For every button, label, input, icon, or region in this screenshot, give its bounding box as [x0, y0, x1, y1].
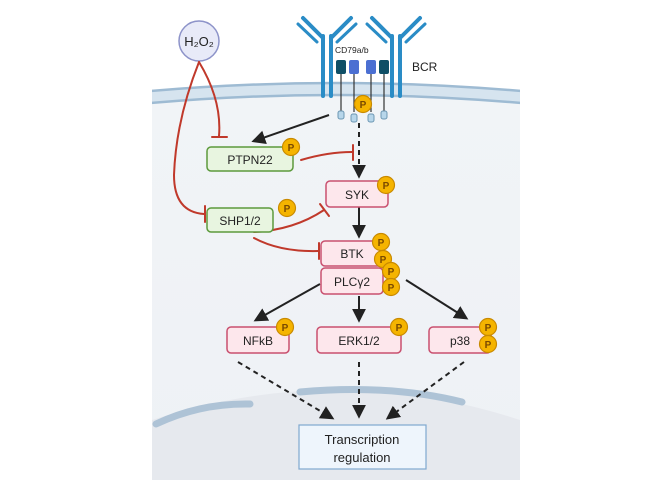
- plcg2-label: PLCγ2: [334, 275, 370, 289]
- phospho-badge-btk-1: P: [371, 232, 391, 252]
- h2o2-stimulus: H₂O₂: [178, 20, 220, 62]
- cd79a-right: [379, 60, 389, 74]
- phospho-badge-bcr: P: [353, 94, 373, 114]
- bcr-to-ptpn22-arrow: [251, 114, 330, 144]
- node-syk: SYK: [325, 180, 389, 208]
- phospho-badge-p38-2: P: [478, 334, 498, 354]
- node-nfkb: NFkB: [226, 326, 290, 354]
- node-plcg2: PLCγ2: [320, 267, 384, 295]
- cd79b-right: [366, 60, 376, 74]
- h2o2-inhibits-shp12: [172, 61, 205, 215]
- output-line-1: Transcription: [325, 432, 400, 447]
- svg-text:P: P: [388, 267, 395, 278]
- svg-text:P: P: [485, 323, 492, 334]
- shp12-inhibits-btk: [253, 237, 319, 253]
- nuclear-envelope-right: [296, 386, 466, 406]
- node-shp12: SHP1/2: [206, 207, 274, 233]
- bcr-label: BCR: [412, 60, 438, 74]
- transcription-regulation-box: Transcription regulation: [298, 424, 427, 470]
- activation-edges: [237, 114, 469, 420]
- nfkb-to-transcription-arrow: [237, 361, 335, 420]
- phospho-badge-p38-1: P: [478, 317, 498, 337]
- plcg2-to-p38-arrow: [405, 279, 469, 320]
- svg-text:P: P: [380, 255, 387, 266]
- phospho-badge-nfkb: P: [275, 317, 295, 337]
- bcr-receptor: CD79a/b BCR: [296, 16, 438, 123]
- node-erk12: ERK1/2: [316, 326, 402, 354]
- svg-text:P: P: [485, 340, 492, 351]
- svg-text:P: P: [378, 238, 385, 249]
- phospho-badge-erk12: P: [389, 317, 409, 337]
- btk-label: BTK: [340, 247, 363, 261]
- cd79-label: CD79a/b: [335, 45, 369, 55]
- plcg2-to-nfkb-arrow: [253, 283, 321, 322]
- bcr-right-antibody: [365, 16, 427, 98]
- cd79a-left: [336, 60, 346, 74]
- nfkb-label: NFkB: [243, 334, 273, 348]
- phospho-badge-plcg2-1: P: [381, 261, 401, 281]
- phospho-badge-ptpn22: P: [281, 137, 301, 157]
- bcr-left-antibody: [296, 16, 358, 98]
- node-ptpn22: PTPN22: [206, 146, 294, 172]
- phospho-badge-plcg2-2: P: [381, 277, 401, 297]
- plasma-membrane: [152, 81, 520, 105]
- ptpn22-inhibits-syk: [300, 151, 353, 161]
- nuclear-envelope-left: [152, 400, 254, 428]
- svg-text:P: P: [288, 143, 295, 154]
- h2o2-label: H₂O₂: [184, 34, 214, 49]
- svg-text:P: P: [360, 100, 367, 111]
- svg-text:P: P: [396, 323, 403, 334]
- p38-label: p38: [450, 334, 470, 348]
- h2o2-inhibits-ptpn22: [198, 61, 221, 137]
- p38-to-transcription-arrow: [385, 361, 465, 420]
- output-line-2: regulation: [333, 450, 390, 465]
- cd79-complex: [336, 60, 389, 123]
- phospho-badge-shp12: P: [277, 198, 297, 218]
- ptpn22-label: PTPN22: [227, 153, 273, 167]
- erk12-label: ERK1/2: [338, 334, 380, 348]
- phospho-badges: P P P P P P P P P P P P: [275, 94, 498, 354]
- svg-text:P: P: [383, 181, 390, 192]
- cell: [152, 81, 520, 480]
- cd79b-left: [349, 60, 359, 74]
- syk-label: SYK: [345, 188, 369, 202]
- shp12-label: SHP1/2: [219, 214, 261, 228]
- svg-text:P: P: [284, 204, 291, 215]
- phospho-badge-syk: P: [376, 175, 396, 195]
- svg-text:P: P: [282, 323, 289, 334]
- svg-text:P: P: [388, 283, 395, 294]
